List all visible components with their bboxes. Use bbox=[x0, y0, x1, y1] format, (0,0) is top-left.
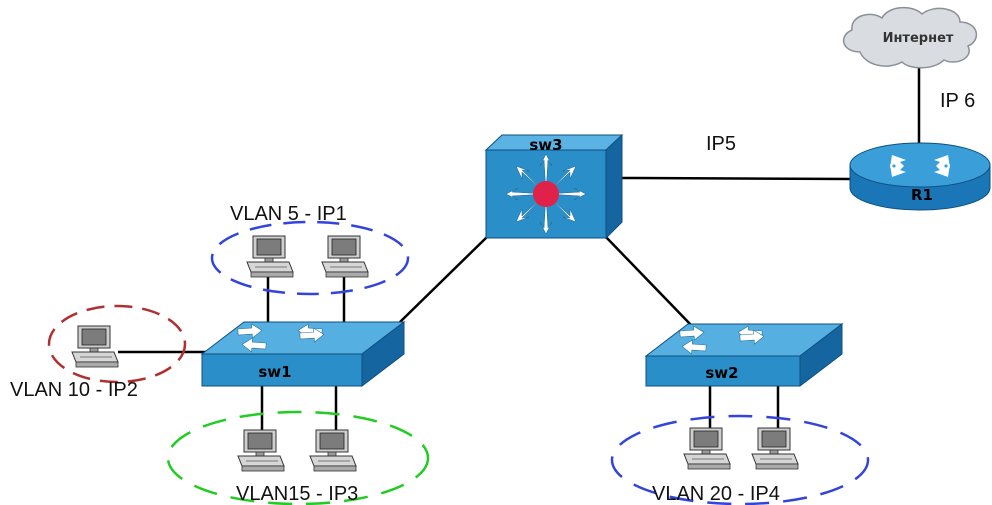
link-label-ip6: IP 6 bbox=[940, 90, 975, 112]
pc-vlan10 bbox=[71, 325, 119, 368]
vlan15-label: VLAN15 - IP3 bbox=[236, 483, 358, 505]
pc-vlan5-1 bbox=[246, 235, 294, 278]
link-label-ip5: IP5 bbox=[706, 133, 736, 155]
core-switch-sw3: sw3 bbox=[484, 133, 624, 240]
router-r1: R1 bbox=[849, 142, 991, 211]
pc-vlan5-2 bbox=[321, 235, 369, 278]
vlan5-boundary bbox=[210, 220, 410, 296]
vlan20-boundary bbox=[610, 414, 870, 505]
vlan5-label: VLAN 5 - IP1 bbox=[230, 203, 347, 225]
sw2-label: sw2 bbox=[705, 364, 738, 382]
router-label: R1 bbox=[911, 186, 933, 204]
core-switch-dot bbox=[533, 181, 559, 207]
link-core-sw2 bbox=[604, 235, 693, 327]
switch-sw1: sw1 bbox=[200, 320, 406, 388]
vlan20-label: VLAN 20 - IP4 bbox=[652, 483, 780, 505]
vlan10-label: VLAN 10 - IP2 bbox=[10, 379, 138, 401]
sw1-label: sw1 bbox=[258, 363, 291, 381]
internet-cloud: Интернет bbox=[842, 6, 978, 69]
pc-vlan20-2 bbox=[751, 427, 799, 470]
pc-vlan20-1 bbox=[683, 427, 731, 470]
vlan15-boundary bbox=[166, 410, 430, 505]
internet-label: Интернет bbox=[883, 31, 954, 46]
pc-vlan15-2 bbox=[309, 429, 357, 472]
link-core-sw1 bbox=[399, 235, 489, 323]
link-core-router bbox=[621, 176, 853, 181]
switch-sw2: sw2 bbox=[644, 322, 844, 388]
core-switch-label: sw3 bbox=[529, 136, 562, 154]
pc-vlan15-1 bbox=[237, 429, 285, 472]
vlan10-boundary bbox=[47, 304, 187, 384]
